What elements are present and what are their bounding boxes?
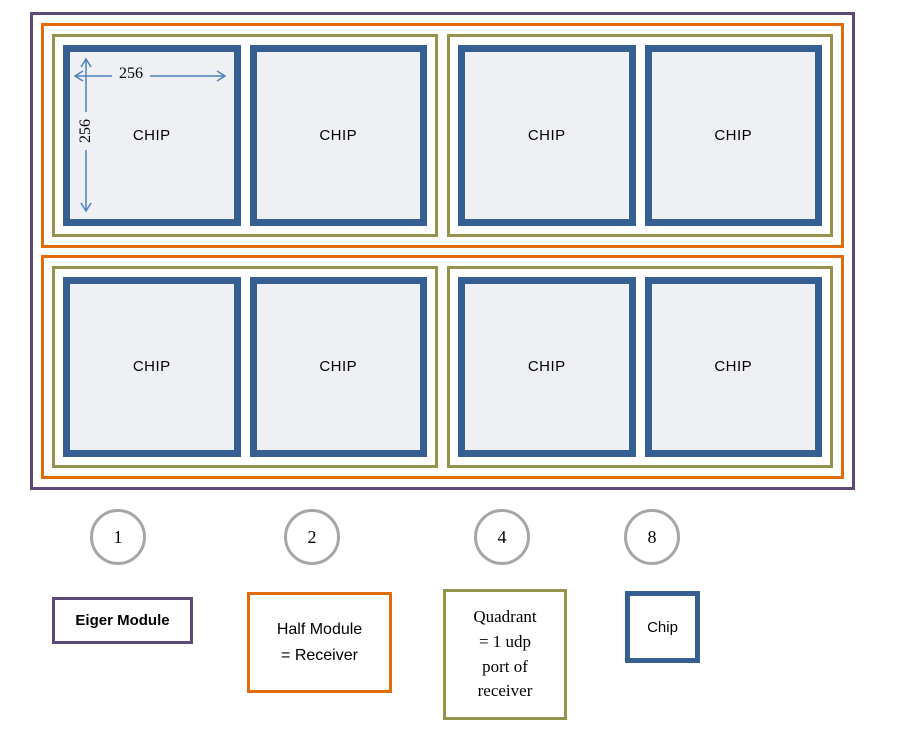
legend-chip: Chip (625, 591, 700, 663)
chip-label: CHIP (132, 358, 171, 376)
legend-half-module: Half Module = Receiver (247, 592, 392, 693)
legend-eiger-module: Eiger Module (52, 597, 193, 644)
chip-label: CHIP (714, 358, 753, 376)
count-label: 4 (497, 526, 507, 547)
count-label: 1 (113, 526, 123, 547)
count-circle-module: 1 (90, 509, 146, 565)
count-circle-half-module: 2 (284, 509, 340, 565)
legend-quadrant-label: Quadrant = 1 udp port of receiver (473, 607, 537, 701)
chip-label: CHIP (132, 126, 171, 144)
legend-eiger-module-label: Eiger Module (75, 612, 170, 629)
chip-7: CHIP (458, 276, 636, 457)
chip-2: CHIP (249, 45, 427, 226)
chip-label: CHIP (319, 126, 358, 144)
chip-label: CHIP (319, 358, 358, 376)
count-circle-chip: 8 (624, 509, 680, 565)
quadrant-top-right: CHIP CHIP (447, 34, 833, 237)
chip-label: CHIP (527, 126, 566, 144)
chip-1: 256 256 CHIP (63, 45, 241, 226)
quadrant-bottom-left: CHIP CHIP (52, 265, 438, 468)
quadrant-top-left: 256 256 CHIP CHIP (52, 34, 438, 237)
count-circle-quadrant: 4 (474, 509, 530, 565)
chip-8: CHIP (644, 276, 822, 457)
eiger-module-outline: 256 256 CHIP CHIP CHIP CHIP (30, 12, 855, 490)
chip-width-dimension: 256 (112, 65, 150, 83)
chip-label: CHIP (714, 126, 753, 144)
quadrant-bottom-right: CHIP CHIP (447, 265, 833, 468)
chip-5: CHIP (63, 276, 241, 457)
count-label: 8 (647, 526, 657, 547)
chip-label: CHIP (527, 358, 566, 376)
legend-quadrant: Quadrant = 1 udp port of receiver (443, 589, 567, 720)
chip-6: CHIP (249, 276, 427, 457)
chip-3: CHIP (458, 45, 636, 226)
chip-4: CHIP (644, 45, 822, 226)
count-label: 2 (307, 526, 317, 547)
half-module-bottom: CHIP CHIP CHIP CHIP (41, 254, 844, 479)
width-arrow-icon (73, 70, 227, 82)
legend-half-module-label: Half Module = Receiver (276, 620, 363, 664)
legend-chip-label: Chip (647, 618, 678, 636)
chip-height-dimension: 256 (77, 112, 95, 150)
half-module-top: 256 256 CHIP CHIP CHIP CHIP (41, 23, 844, 248)
